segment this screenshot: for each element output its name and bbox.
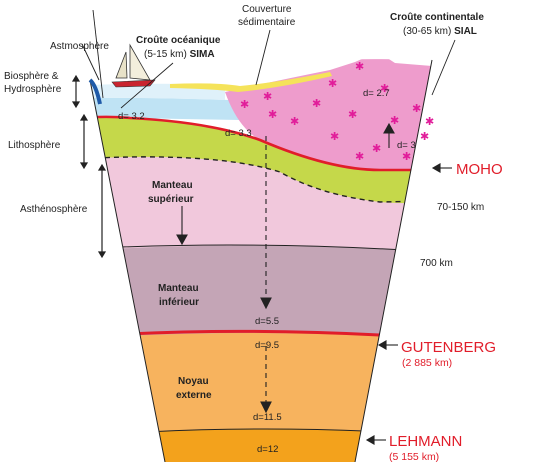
sediment-label-2: sédimentaire: [238, 17, 296, 28]
moho-label: MOHO: [456, 161, 503, 178]
lower-mantle-layer: [90, 244, 432, 342]
biosphere-label-1: Biosphère &: [4, 71, 59, 82]
upper-mantle-label-1: Manteau: [152, 180, 193, 191]
sediment-label-1: Couverture: [242, 4, 292, 15]
atmosphere-band: [88, 78, 102, 105]
svg-text:✱: ✱: [372, 143, 381, 155]
density-continental-root: d= 3: [397, 140, 416, 151]
svg-text:✱: ✱: [425, 116, 434, 128]
svg-text:✱: ✱: [380, 83, 389, 95]
density-lithosphere: d= 3.3: [225, 128, 252, 139]
svg-text:✱: ✱: [312, 98, 321, 110]
lehmann-label: LEHMANN: [389, 433, 462, 450]
continental-crust-title: Croûte continentale: [390, 12, 484, 23]
svg-text:✱: ✱: [402, 151, 411, 163]
leader-lines: [81, 9, 456, 109]
lithosphere-label: Lithosphère: [8, 140, 61, 151]
depth-700-label: 700 km: [420, 258, 453, 269]
lower-mantle-label-2: inférieur: [159, 297, 199, 308]
atmosphere-label: Astmosphère: [50, 41, 109, 52]
svg-text:✱: ✱: [330, 131, 339, 143]
density-mantle-base: d=5.5: [255, 316, 279, 327]
svg-text:✱: ✱: [328, 78, 337, 90]
upper-mantle-label-2: supérieur: [148, 194, 194, 205]
sailboat-icon: [111, 43, 156, 88]
gutenberg-depth-label: (2 885 km): [402, 357, 452, 369]
svg-text:✱: ✱: [420, 131, 429, 143]
svg-text:✱: ✱: [412, 103, 421, 115]
density-inner-core: d=12: [257, 444, 278, 455]
continental-crust-thickness: (30-65 km) SIAL: [403, 26, 477, 37]
svg-text:✱: ✱: [355, 151, 364, 163]
svg-text:✱: ✱: [390, 115, 399, 127]
svg-text:✱: ✱: [355, 61, 364, 73]
density-oceanic: d= 3.2: [118, 111, 145, 122]
gutenberg-label: GUTENBERG: [401, 339, 496, 356]
lehmann-depth-label: (5 155 km): [389, 451, 439, 462]
layer-brackets: [71, 74, 107, 259]
wedge-outline: [89, 59, 433, 462]
oceanic-crust-layer: [90, 97, 240, 120]
lithospheric-mantle-layer: [90, 116, 432, 204]
oceanic-crust-thickness: (5-15 km) SIMA: [144, 49, 215, 60]
svg-text:✱: ✱: [290, 116, 299, 128]
moho-line: [90, 115, 432, 172]
svg-text:✱: ✱: [348, 109, 357, 121]
density-continental-top: d= 2.7: [363, 88, 390, 99]
depth-70-150-label: 70-150 km: [437, 202, 484, 213]
granite-markers: ✱ ✱ ✱ ✱ ✱ ✱ ✱ ✱ ✱ ✱ ✱ ✱ ✱ ✱ ✱ ✱ ✱: [240, 61, 434, 163]
asthenosphere-label: Asthénosphère: [20, 204, 88, 215]
svg-text:✱: ✱: [268, 109, 277, 121]
density-core-base: d=11.5: [253, 412, 282, 423]
svg-text:✱: ✱: [263, 91, 272, 103]
biosphere-label-2: Hydrosphère: [4, 84, 62, 95]
svg-text:✱: ✱: [240, 99, 249, 111]
depth-arrows: [176, 122, 452, 445]
lower-mantle-label-1: Manteau: [158, 283, 199, 294]
density-core-top: d=9.5: [255, 340, 279, 351]
outer-core-label-1: Noyau: [178, 376, 209, 387]
lithosphere-base-line: [90, 156, 432, 203]
oceanic-crust-title: Croûte océanique: [136, 35, 221, 46]
sediment-layer: [170, 72, 332, 92]
outer-core-label-2: externe: [176, 390, 212, 401]
